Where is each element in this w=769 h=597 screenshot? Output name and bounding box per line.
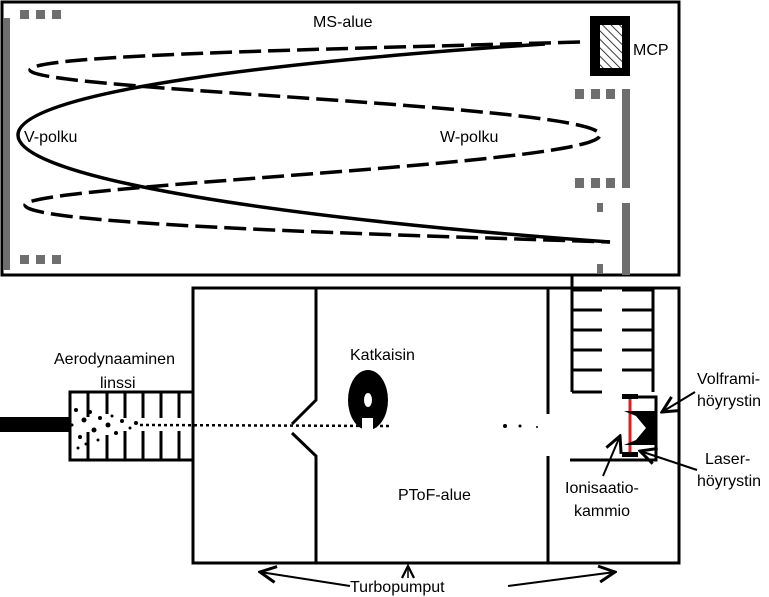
ptof-chamber	[191, 286, 681, 565]
turbo-arrow-left	[260, 572, 351, 587]
laser-label-line1: Laser-	[705, 451, 750, 468]
laser-mirror-top	[622, 394, 638, 399]
tungsten-label-line1: Volframi-	[697, 371, 760, 388]
extraction-stack	[570, 275, 658, 462]
chopper-label: Katkaisin	[350, 347, 415, 364]
tungsten-vaporizer	[624, 411, 656, 445]
tungsten-label-line2: höyrystin	[697, 393, 761, 410]
turbo-label: Turbopumput	[350, 579, 445, 596]
ptof-region-label: PToF-alue	[398, 487, 471, 504]
ion-chamber-arrow	[602, 436, 620, 477]
mcp-label: MCP	[633, 42, 669, 59]
particle-beam	[70, 408, 538, 450]
w-path	[23, 40, 611, 244]
ms-region-label: MS-alue	[313, 14, 373, 31]
laser-label-line2: höyrystin	[697, 473, 761, 490]
lens-label-line1: Aerodynaaminen	[54, 351, 175, 368]
v-path-label: V-polku	[24, 129, 77, 146]
w-path-label: W-polku	[440, 129, 498, 146]
mcp-detector	[590, 16, 630, 76]
turbo-arrow-right	[507, 572, 615, 587]
laser-arrow	[640, 451, 698, 471]
v-path	[16, 42, 611, 244]
ion-chamber-label-line1: Ionisaatio-	[565, 480, 639, 497]
tungsten-arrow	[662, 391, 696, 412]
inlet-tube	[0, 417, 70, 432]
ms-chamber	[0, 0, 681, 277]
laser-mirror-bottom	[622, 452, 638, 457]
chopper	[348, 370, 388, 432]
reflector-electrodes	[3, 10, 630, 275]
lens-label-line2: linssi	[100, 375, 136, 392]
aerodynamic-lens	[68, 390, 195, 462]
ion-chamber-label-line2: kammio	[574, 503, 630, 520]
